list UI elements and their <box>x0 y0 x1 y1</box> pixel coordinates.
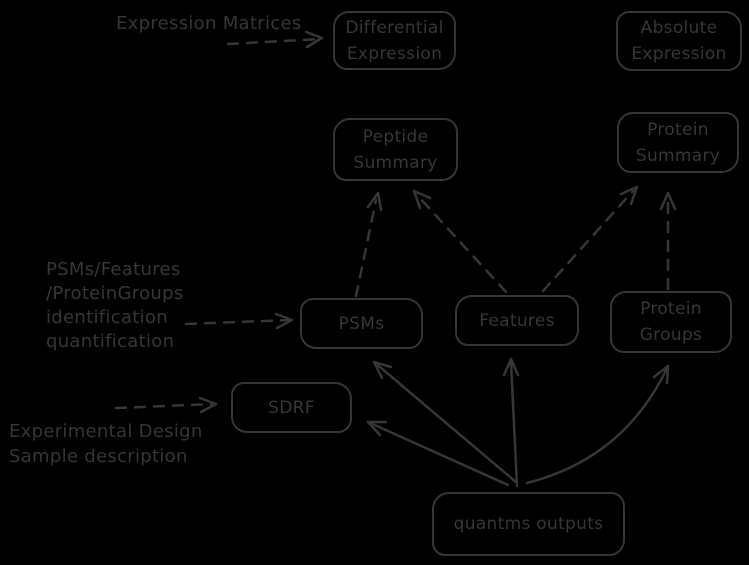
arrow-quantms-to-features <box>502 357 520 488</box>
arrow-expression-matrices-to-differential-expression <box>226 30 324 49</box>
node-label-line: Expression <box>346 43 443 64</box>
annotation-line: Expression Matrices <box>116 13 302 34</box>
node-label-line: Groups <box>639 325 703 345</box>
arrow-quantms-to-protein-groups <box>525 364 670 485</box>
node-label-line: Protein <box>647 119 709 140</box>
node-label-line: Protein <box>640 299 702 319</box>
arrow-head <box>659 191 677 211</box>
node-peptide-summary: Peptide Summary <box>333 118 458 181</box>
arrow-features-to-peptide-summary <box>412 189 508 294</box>
expression-matrices-label: Expression Matrices <box>116 13 302 34</box>
arrow-line <box>114 402 216 410</box>
node-protein-groups: Protein Groups <box>610 291 732 353</box>
node-sdrf: SDRF <box>231 382 352 433</box>
identification-quantification-label: PSMs/Features /ProteinGroups identificat… <box>46 258 184 354</box>
arrow-head <box>274 312 294 330</box>
arrow-protein-groups-to-protein-summary <box>659 191 677 291</box>
arrow-line <box>372 360 518 484</box>
node-label-line: Summary <box>635 145 721 166</box>
node-label-line: Absolute <box>640 18 718 38</box>
node-label-line: Peptide <box>362 126 429 147</box>
node-label-line: PSMs <box>338 313 385 334</box>
annotation-line: quantification <box>46 331 175 352</box>
arrow-psms-to-peptide-summary <box>354 191 383 298</box>
arrow-head <box>366 191 383 212</box>
arrow-quantms-to-psms <box>372 360 518 484</box>
node-absolute-expression: Absolute Expression <box>616 11 742 71</box>
arrow-line <box>366 420 510 487</box>
arrow-expdesign-label-to-sdrf <box>114 396 218 414</box>
annotation-line: Experimental Design <box>9 421 203 442</box>
arrow-head <box>198 396 218 414</box>
node-label-line: Summary <box>353 152 438 173</box>
arrow-line <box>354 198 378 298</box>
annotation-line: /ProteinGroups <box>46 283 184 304</box>
arrow-line <box>184 318 292 326</box>
annotation-line: PSMs/Features <box>46 259 181 280</box>
arrow-idquant-label-to-psms <box>184 312 294 330</box>
arrow-quantms-to-sdrf <box>366 420 510 487</box>
node-label-line: SDRF <box>268 397 315 418</box>
arrow-head <box>619 185 639 206</box>
node-label-line: Features <box>479 310 555 331</box>
node-protein-summary: Protein Summary <box>617 112 739 173</box>
node-label-line: Differential <box>345 17 444 38</box>
annotation-line: Sample description <box>9 446 188 467</box>
arrow-line <box>541 189 635 293</box>
experimental-design-label: Experimental Design Sample description <box>9 419 203 469</box>
arrow-line <box>509 360 519 488</box>
arrow-features-to-protein-summary <box>541 185 639 293</box>
arrow-head <box>372 360 393 380</box>
node-label-line: Expression <box>631 44 727 64</box>
arrow-line <box>226 37 322 46</box>
arrow-line <box>525 364 670 485</box>
node-features: Features <box>455 295 579 346</box>
arrow-line <box>416 194 508 294</box>
node-label-line: quantms outputs <box>453 514 604 534</box>
arrow-head <box>652 364 670 385</box>
node-differential-expression: Differential Expression <box>333 11 456 70</box>
arrow-head <box>304 30 324 49</box>
arrow-head <box>502 357 520 377</box>
arrow-head <box>366 420 388 437</box>
arrow-head <box>412 189 432 210</box>
annotation-line: identification <box>46 307 168 328</box>
node-psms: PSMs <box>300 298 423 349</box>
node-quantms-outputs: quantms outputs <box>432 492 625 556</box>
